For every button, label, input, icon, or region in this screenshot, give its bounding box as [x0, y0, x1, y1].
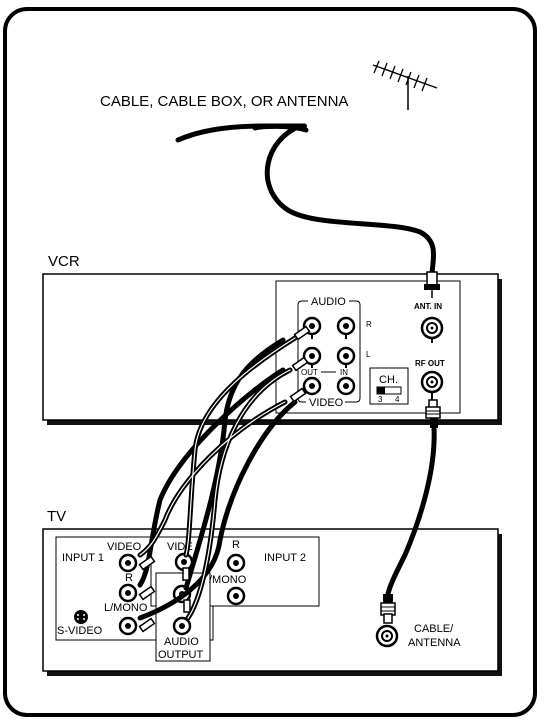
vcr-video-in-jack[interactable]	[336, 376, 356, 396]
vcr-audio-in-l-jack[interactable]	[336, 346, 356, 368]
tv-input1-lmono-jack[interactable]	[118, 616, 138, 636]
source-cable-stub	[252, 123, 309, 133]
tv-input2-label: INPUT 2	[264, 552, 306, 564]
vcr-rf-out-jack[interactable]	[420, 370, 444, 400]
tv-audio-output-l-jack[interactable]	[172, 616, 192, 636]
rca-plugs	[138, 325, 311, 633]
tv-input1-video-jack[interactable]	[118, 553, 138, 573]
vcr-ch-label: CH.	[379, 374, 398, 386]
tv-lmono-label: L/MONO	[104, 602, 148, 614]
av-cable-highlights	[139, 337, 296, 619]
tv-input1-r-jack[interactable]	[118, 583, 138, 603]
vcr-ch-switch-box	[369, 367, 409, 405]
vcr-ant-in-jack[interactable]	[420, 316, 444, 343]
tv-antenna-label: ANTENNA	[408, 637, 461, 649]
tv-antenna-jack[interactable]	[375, 624, 399, 648]
tv-label: TV	[47, 508, 66, 525]
rf-cable	[385, 425, 437, 597]
vcr-video-label: VIDEO	[309, 397, 344, 409]
vcr-ch-4: 4	[395, 395, 400, 404]
antenna-icon	[372, 60, 438, 110]
vcr-audio-label: AUDIO	[311, 296, 346, 308]
tv-svideo-label: S-VIDEO	[57, 625, 103, 637]
tv-cable-label: CABLE/	[414, 623, 454, 635]
tv-output-label: OUTPUT	[158, 649, 204, 661]
vcr-r-label: R	[366, 320, 372, 329]
vcr-ch-switch[interactable]	[376, 386, 402, 395]
vcr-ch-3: 3	[378, 395, 383, 404]
tv-mono-label: /MONO	[209, 574, 247, 586]
vcr-l-label: L	[366, 350, 371, 359]
tv-r-label-3: R	[232, 539, 240, 551]
tv-audio-label: AUDIO	[164, 636, 199, 648]
tv-input1-label: INPUT 1	[62, 552, 104, 564]
source-label: CABLE, CABLE BOX, OR ANTENNA	[100, 93, 348, 110]
vcr-ant-in-label: ANT. IN	[414, 302, 442, 311]
tv-r-label: R	[125, 572, 133, 584]
vcr-out-label: OUT	[301, 368, 318, 377]
vcr-video-out-jack[interactable]	[302, 376, 322, 396]
tv-svideo-icon[interactable]	[74, 610, 88, 624]
vcr-label: VCR	[48, 253, 80, 270]
tv-input2-mono-jack[interactable]	[226, 586, 246, 606]
vcr-in-label: IN	[340, 368, 348, 377]
vcr-rf-out-connector	[425, 399, 441, 428]
tv-antenna-connector	[380, 594, 396, 624]
vcr-ant-in-connector	[424, 271, 440, 298]
vcr-audio-out-l-jack[interactable]	[302, 346, 322, 368]
tv-video-label: VIDEO	[107, 541, 142, 553]
vcr-rf-out-label: RF OUT	[415, 359, 445, 368]
tv-input2-r-jack[interactable]	[226, 553, 246, 573]
vcr-audio-in-r-jack[interactable]	[336, 316, 356, 339]
